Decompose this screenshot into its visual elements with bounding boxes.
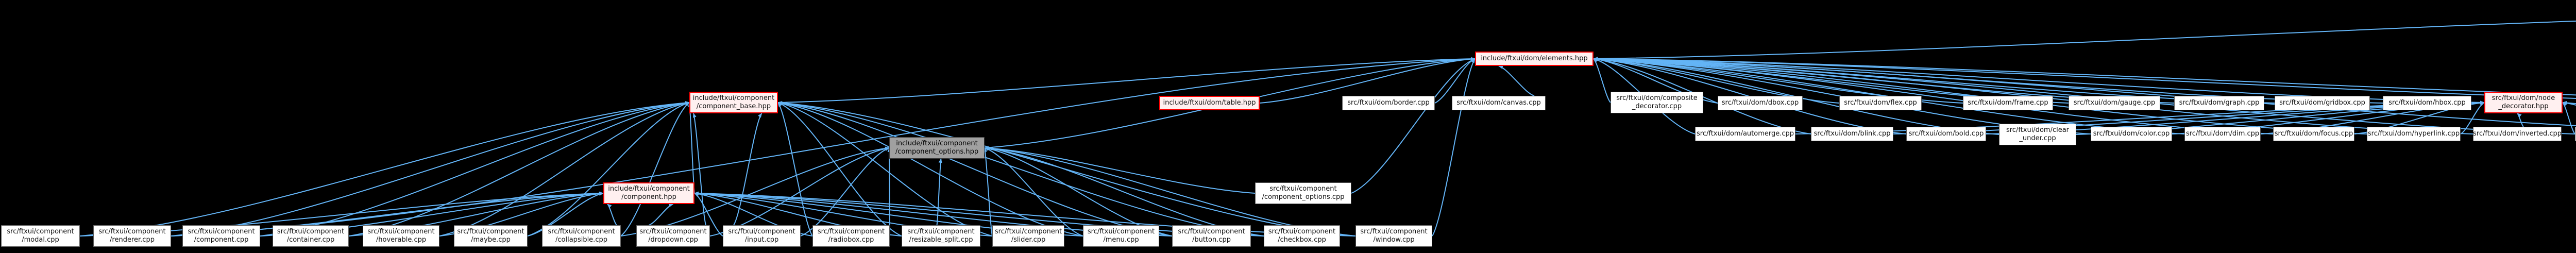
- graph-node-border[interactable]: src/ftxui/dom/border.cpp: [1342, 96, 1435, 110]
- edge-hoverable-to-component_base: [439, 102, 690, 237]
- edge-border-to-elements: [1434, 58, 1476, 104]
- graph-node-maybe[interactable]: src/ftxui/component /maybe.cpp: [454, 225, 528, 247]
- graph-node-frame[interactable]: src/ftxui/dom/frame.cpp: [1963, 96, 2053, 110]
- graph-node-node_decorator_hpp[interactable]: src/ftxui/dom/node _decorator.hpp: [2484, 92, 2563, 113]
- graph-node-window[interactable]: src/ftxui/component /window.cpp: [1355, 225, 1432, 247]
- edge-italic-to-node_decorator_hpp: [2562, 102, 2575, 134]
- edge-component_options_cpp-to-elements: [1351, 58, 1476, 194]
- edge-flexbox_cpp-to-elements: [1593, 57, 2576, 96]
- graph-node-table_hpp[interactable]: include/ftxui/dom/table.hpp: [1159, 96, 1260, 110]
- edge-component_options_cpp-to-component_options_hpp: [984, 146, 1256, 194]
- graph-node-component_cpp[interactable]: src/ftxui/component /component.cpp: [182, 225, 260, 247]
- graph-node-menu[interactable]: src/ftxui/component /menu.cpp: [1083, 225, 1159, 247]
- edge-hyperlink-to-node_decorator_hpp: [2460, 102, 2485, 134]
- graph-node-clear_under[interactable]: src/ftxui/dom/clear _under.cpp: [1999, 124, 2076, 145]
- graph-node-modal[interactable]: src/ftxui/component /modal.cpp: [1, 225, 80, 247]
- graph-node-renderer[interactable]: src/ftxui/component /renderer.cpp: [93, 225, 171, 247]
- edge-component_base-to-elements: [777, 57, 1476, 103]
- edge-modal-to-component_base: [79, 101, 690, 237]
- edge-menu-to-component_base: [777, 101, 1083, 237]
- edge-container-to-component_base: [348, 101, 690, 237]
- graph-node-component_options_hpp[interactable]: include/ftxui/component /component_optio…: [889, 137, 985, 159]
- edge-maybe-to-component_hpp: [527, 192, 604, 237]
- graph-node-blink[interactable]: src/ftxui/dom/blink.cpp: [1811, 127, 1893, 141]
- edge-elements-to-main: [1593, 20, 2576, 59]
- edge-renderer-to-component_base: [171, 101, 690, 237]
- graph-node-canvas[interactable]: src/ftxui/dom/canvas.cpp: [1452, 96, 1546, 110]
- graph-node-color[interactable]: src/ftxui/dom/color.cpp: [2091, 127, 2172, 141]
- graph-node-dropdown[interactable]: src/ftxui/component /dropdown.cpp: [636, 225, 710, 247]
- graph-node-focus[interactable]: src/ftxui/dom/focus.cpp: [2273, 127, 2354, 141]
- edge-collapsible-to-component_base: [620, 102, 690, 237]
- graph-node-component_base[interactable]: include/ftxui/component /component_base.…: [689, 92, 778, 113]
- edge-inverted-to-node_decorator_hpp: [2517, 113, 2524, 127]
- edge-button-to-component_base: [777, 101, 1173, 237]
- graph-node-radiobox[interactable]: src/ftxui/component /radiobox.cpp: [812, 225, 890, 247]
- graph-node-hyperlink[interactable]: src/ftxui/dom/hyperlink.cpp: [2367, 127, 2461, 141]
- edge-window-to-elements: [1432, 58, 1476, 237]
- graph-node-bold[interactable]: src/ftxui/dom/bold.cpp: [1906, 127, 1986, 141]
- edge-renderer-to-elements: [171, 57, 1476, 237]
- edge-dropdown-to-component_base: [693, 113, 706, 226]
- edge-component_cpp-to-component_base: [260, 101, 690, 237]
- edge-maybe-to-component_base: [527, 102, 690, 237]
- graph-node-hbox[interactable]: src/ftxui/dom/hbox.cpp: [2383, 96, 2471, 110]
- edge-table_hpp-to-elements: [1259, 57, 1476, 104]
- graph-node-slider[interactable]: src/ftxui/component /slider.cpp: [992, 225, 1064, 247]
- graph-node-gridbox[interactable]: src/ftxui/dom/gridbox.cpp: [2275, 96, 2370, 110]
- edge-slider-to-component_base: [777, 102, 993, 237]
- edge-checkbox-to-component_base: [777, 101, 1264, 237]
- graph-node-component_hpp[interactable]: include/ftxui/component /component.hpp: [603, 182, 694, 204]
- graph-node-resizable_split[interactable]: src/ftxui/component /resizable_split.cpp: [902, 225, 980, 247]
- edge-dropdown-to-component_hpp: [649, 204, 674, 226]
- graph-node-hoverable[interactable]: src/ftxui/component /hoverable.cpp: [363, 225, 439, 247]
- edge-collapsible-to-component_hpp: [607, 204, 617, 226]
- graph-node-container[interactable]: src/ftxui/component /container.cpp: [273, 225, 349, 247]
- graph-node-button[interactable]: src/ftxui/component /button.cpp: [1172, 225, 1251, 247]
- graph-node-input[interactable]: src/ftxui/component /input.cpp: [723, 225, 801, 247]
- edge-input-to-component_hpp: [694, 193, 723, 237]
- graph-node-dim[interactable]: src/ftxui/dom/dim.cpp: [2184, 127, 2261, 141]
- graph-node-inverted[interactable]: src/ftxui/dom/inverted.cpp: [2473, 127, 2562, 141]
- edge-input-to-component_base: [733, 113, 762, 226]
- edge-focus-to-elements: [1593, 57, 2274, 134]
- edge-node_decorator_cpp-to-node_decorator_hpp: [2562, 101, 2576, 106]
- graph-node-gauge[interactable]: src/ftxui/dom/gauge.cpp: [2069, 96, 2160, 110]
- edge-slider-to-component_options_hpp: [984, 147, 993, 237]
- graph-node-composite_decorator[interactable]: src/ftxui/dom/composite _decorator.cpp: [1611, 92, 1703, 113]
- graph-node-component_options_cpp[interactable]: src/ftxui/component /component_options.c…: [1255, 182, 1351, 204]
- edge-radiobox-to-component_base: [777, 102, 813, 237]
- edge-input-to-component_options_hpp: [800, 147, 890, 237]
- graph-node-checkbox[interactable]: src/ftxui/component /checkbox.cpp: [1264, 225, 1340, 247]
- graph-node-dbox[interactable]: src/ftxui/dom/dbox.cpp: [1718, 96, 1803, 110]
- edge-window-to-component_base: [777, 101, 1356, 237]
- edge-window-to-component_hpp: [694, 191, 1356, 237]
- graph-node-graph[interactable]: src/ftxui/dom/graph.cpp: [2174, 96, 2264, 110]
- graph-node-automerge[interactable]: src/ftxui/dom/automerge.cpp: [1695, 127, 1795, 141]
- graph-node-flex[interactable]: src/ftxui/dom/flex.cpp: [1839, 96, 1922, 110]
- edge-canvas-to-elements: [1498, 65, 1535, 96]
- graph-node-collapsible[interactable]: src/ftxui/component /collapsible.cpp: [542, 225, 621, 247]
- edge-size-to-elements: [1593, 57, 2576, 127]
- graph-node-elements[interactable]: include/ftxui/dom/elements.hpp: [1475, 52, 1594, 66]
